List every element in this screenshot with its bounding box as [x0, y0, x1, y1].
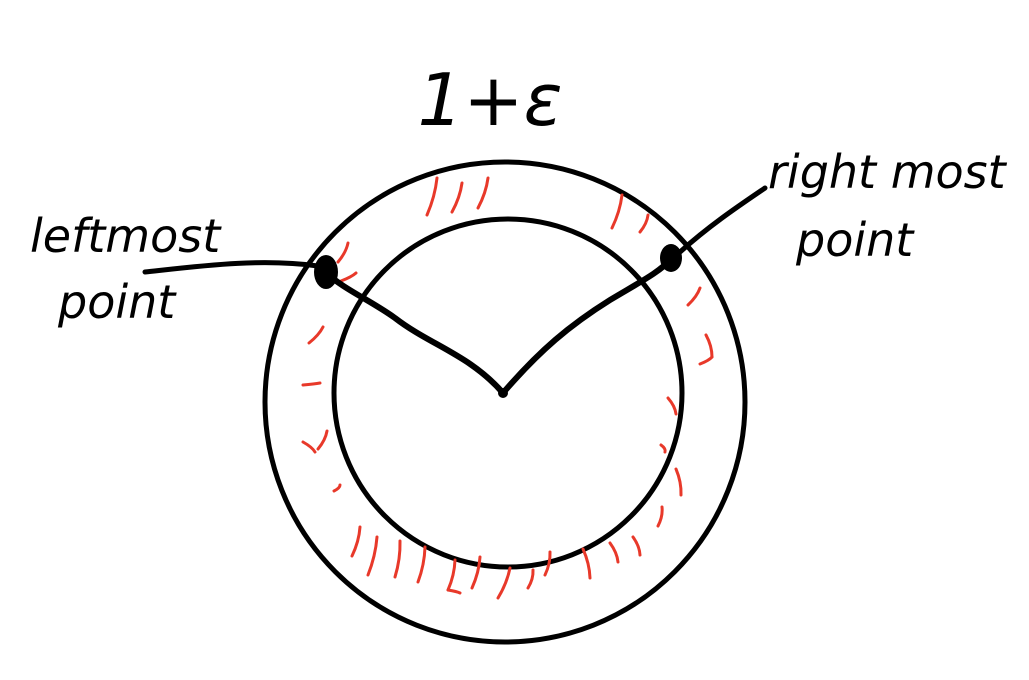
- shading-stroke: [301, 440, 317, 454]
- center-point: [498, 388, 508, 398]
- shading-stroke: [581, 547, 592, 580]
- inner-circle: [331, 216, 685, 570]
- left-label-line1: leftmost: [30, 209, 222, 263]
- shading-stroke: [608, 541, 620, 564]
- leftmost-point: [314, 255, 338, 289]
- shading-stroke: [339, 271, 358, 283]
- shading-stroke: [543, 550, 552, 577]
- shading-stroke: [704, 333, 714, 359]
- shading-stroke: [496, 566, 512, 600]
- shading-stroke: [610, 193, 624, 230]
- shading-stroke: [656, 505, 664, 528]
- shading-stroke: [307, 325, 325, 345]
- shading-stroke: [336, 241, 350, 264]
- shading-stroke: [666, 396, 678, 416]
- left-pointer-line: [322, 269, 506, 396]
- right-label-line1: right most: [768, 145, 1008, 199]
- shading-stroke: [446, 588, 462, 595]
- shading-stroke: [450, 181, 464, 214]
- right-label-line2: point: [795, 213, 915, 267]
- right-pointer-line: [500, 255, 675, 396]
- shading-stroke: [638, 213, 650, 234]
- shading-stroke: [446, 558, 457, 592]
- shading-stroke: [350, 525, 362, 558]
- shading-stroke: [316, 429, 329, 451]
- shading-stroke: [698, 355, 714, 366]
- shading-stroke: [686, 286, 702, 307]
- shading-stroke: [416, 545, 427, 584]
- shading-stroke: [366, 535, 379, 577]
- shading-stroke: [659, 443, 667, 454]
- right-label-connector: [677, 185, 768, 255]
- shading-stroke: [425, 176, 439, 217]
- shading-stroke: [526, 568, 535, 590]
- title-label: 1+ε: [417, 58, 562, 142]
- shading-stroke: [393, 539, 402, 579]
- rightmost-point: [660, 244, 682, 272]
- shading-stroke: [332, 483, 342, 493]
- annulus-shading: [301, 176, 714, 600]
- shading-stroke: [476, 176, 490, 210]
- shading-stroke: [674, 467, 683, 497]
- shading-stroke: [301, 381, 322, 387]
- shading-stroke: [470, 555, 482, 590]
- left-label-connector: [142, 260, 321, 275]
- outer-circle: [262, 159, 748, 645]
- left-label-line2: point: [57, 275, 177, 329]
- shading-stroke: [631, 535, 642, 557]
